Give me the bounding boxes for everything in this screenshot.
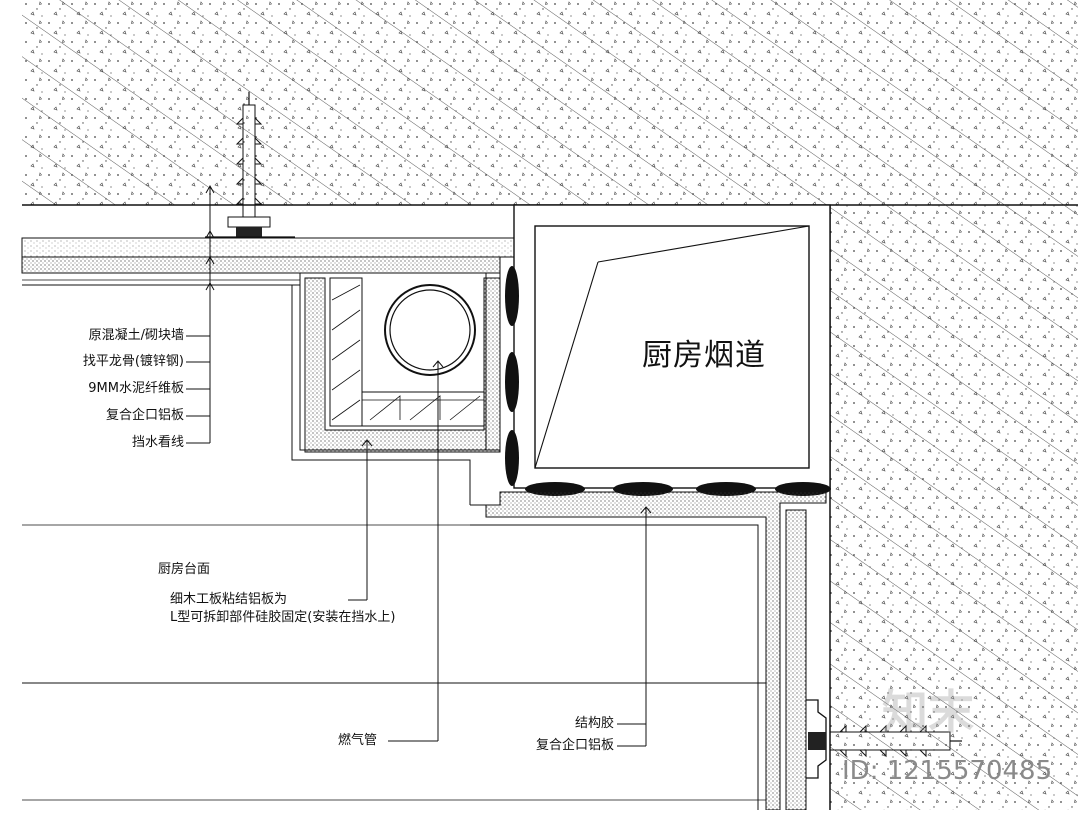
label-concrete-wall: 原混凝土/砌块墙 [88,328,184,343]
label-structural-glue: 结构胶 [574,716,614,731]
kitchen-flue [513,204,831,489]
aluminum-panel-l [22,491,827,811]
concrete-wall-right [829,205,1078,810]
label-countertop: 厨房台面 [158,562,211,577]
label-kitchen-flue: 厨房烟道 [642,338,766,373]
label-composite-aluminum-panel: 复合企口铝板 [105,408,184,423]
anchor-bolt-top [205,92,295,238]
label-gas-pipe: 燃气管 [338,733,378,748]
anchor-bolt-right [806,699,962,779]
gas-pipe [384,284,476,376]
label-fixing-note-line1: 细木工板粘结铝板为 [170,592,288,607]
leader-lines [186,184,652,747]
label-leveling-keel: 找平龙骨(镀锌钢) [82,354,184,369]
label-aluminum-panel-bottom: 复合企口铝板 [535,738,614,753]
countertop [22,682,766,801]
ceiling-board-layers [21,237,515,286]
label-water-stop-line: 挡水看线 [131,435,184,450]
label-cement-fiber-board: 9MM水泥纤维板 [88,381,184,396]
concrete-wall-top [22,0,1078,206]
enclosure-shell [291,272,501,505]
watermark-brand: 知末 [882,685,974,739]
watermark-id: ID: 1215570485 [842,756,1053,786]
label-fixing-note-line2: L型可拆卸部件硅胶固定(安装在挡水上) [170,610,396,625]
